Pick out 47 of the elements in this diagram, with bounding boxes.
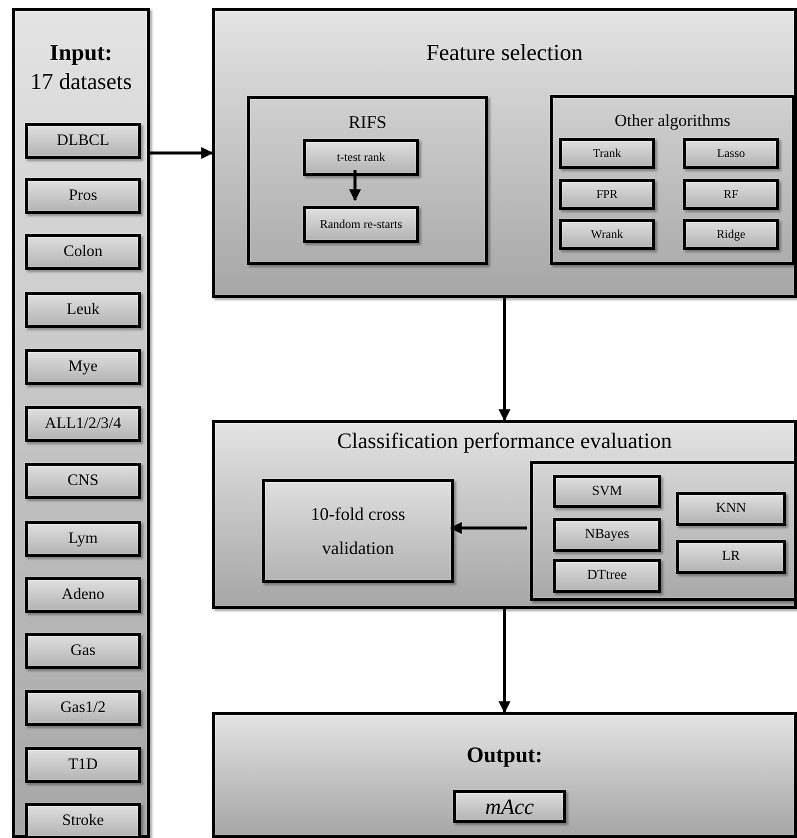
dataset-box: Gas: [25, 633, 141, 669]
dataset-box: Gas1/2: [25, 690, 141, 726]
method-box: NBayes: [553, 518, 661, 552]
method-box: t-test rank: [303, 139, 419, 176]
dataset-box: Leuk: [25, 292, 141, 328]
dataset-box: Stroke: [25, 803, 141, 838]
classifier-group-box: [530, 461, 797, 601]
dataset-box: Pros: [25, 178, 141, 214]
method-box: Wrank: [559, 219, 655, 250]
dataset-box: DLBCL: [25, 123, 141, 159]
dataset-box: Mye: [25, 349, 141, 385]
dataset-box: ALL1/2/3/4: [25, 406, 141, 442]
dataset-box: Colon: [25, 234, 141, 270]
group-title: RIFS: [348, 111, 387, 134]
method-box: Random re-starts: [303, 206, 419, 243]
panel-title: Input:: [50, 39, 112, 67]
method-box: DTtree: [553, 559, 661, 593]
dataset-box: Adeno: [25, 577, 141, 613]
stage-panel: [212, 8, 797, 298]
panel-title: Output:: [466, 741, 542, 768]
stage-panel: [12, 8, 150, 838]
method-box: Lasso: [683, 138, 779, 169]
method-box: Trank: [559, 138, 655, 169]
result-box: mAcc: [453, 790, 566, 823]
method-box: Ridge: [683, 219, 779, 250]
group-box: [247, 96, 488, 265]
arrow: [450, 522, 527, 534]
arrow: [498, 298, 510, 422]
method-box: RF: [683, 179, 779, 210]
method-box: FPR: [559, 179, 655, 210]
method-box: 10-fold cross validation: [262, 479, 454, 583]
dataset-box: T1D: [25, 747, 141, 783]
method-box: SVM: [553, 475, 661, 508]
arrow: [150, 147, 214, 159]
group-box: [550, 95, 795, 265]
dataset-box: Lym: [25, 521, 141, 557]
arrow: [349, 170, 361, 202]
arrow: [498, 609, 510, 714]
method-box: KNN: [676, 492, 786, 526]
panel-subtitle: 17 datasets: [30, 68, 132, 96]
panel-title: Feature selection: [426, 39, 583, 67]
method-box: LR: [676, 540, 786, 574]
panel-title: Classification performance evaluation: [337, 427, 672, 454]
stage-panel: [212, 712, 797, 838]
stage-panel: [212, 420, 797, 609]
dataset-box: CNS: [25, 463, 141, 499]
group-title: Other algorithms: [614, 110, 730, 132]
